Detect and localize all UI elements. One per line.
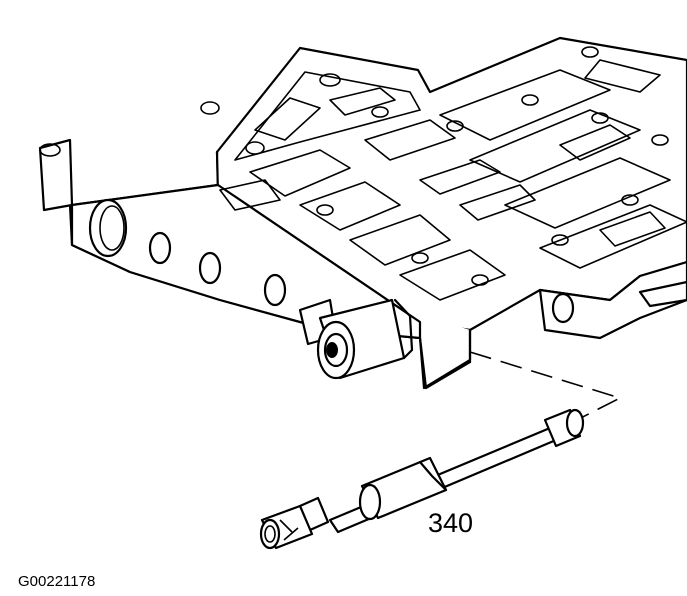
solenoid [298, 298, 414, 380]
callout-label: 340 [428, 508, 473, 538]
valve-340 [259, 408, 585, 550]
leader-line [469, 351, 621, 427]
figure-id: G00221178 [18, 573, 95, 590]
side-bores [88, 198, 287, 307]
valve-body-casting [38, 36, 687, 390]
